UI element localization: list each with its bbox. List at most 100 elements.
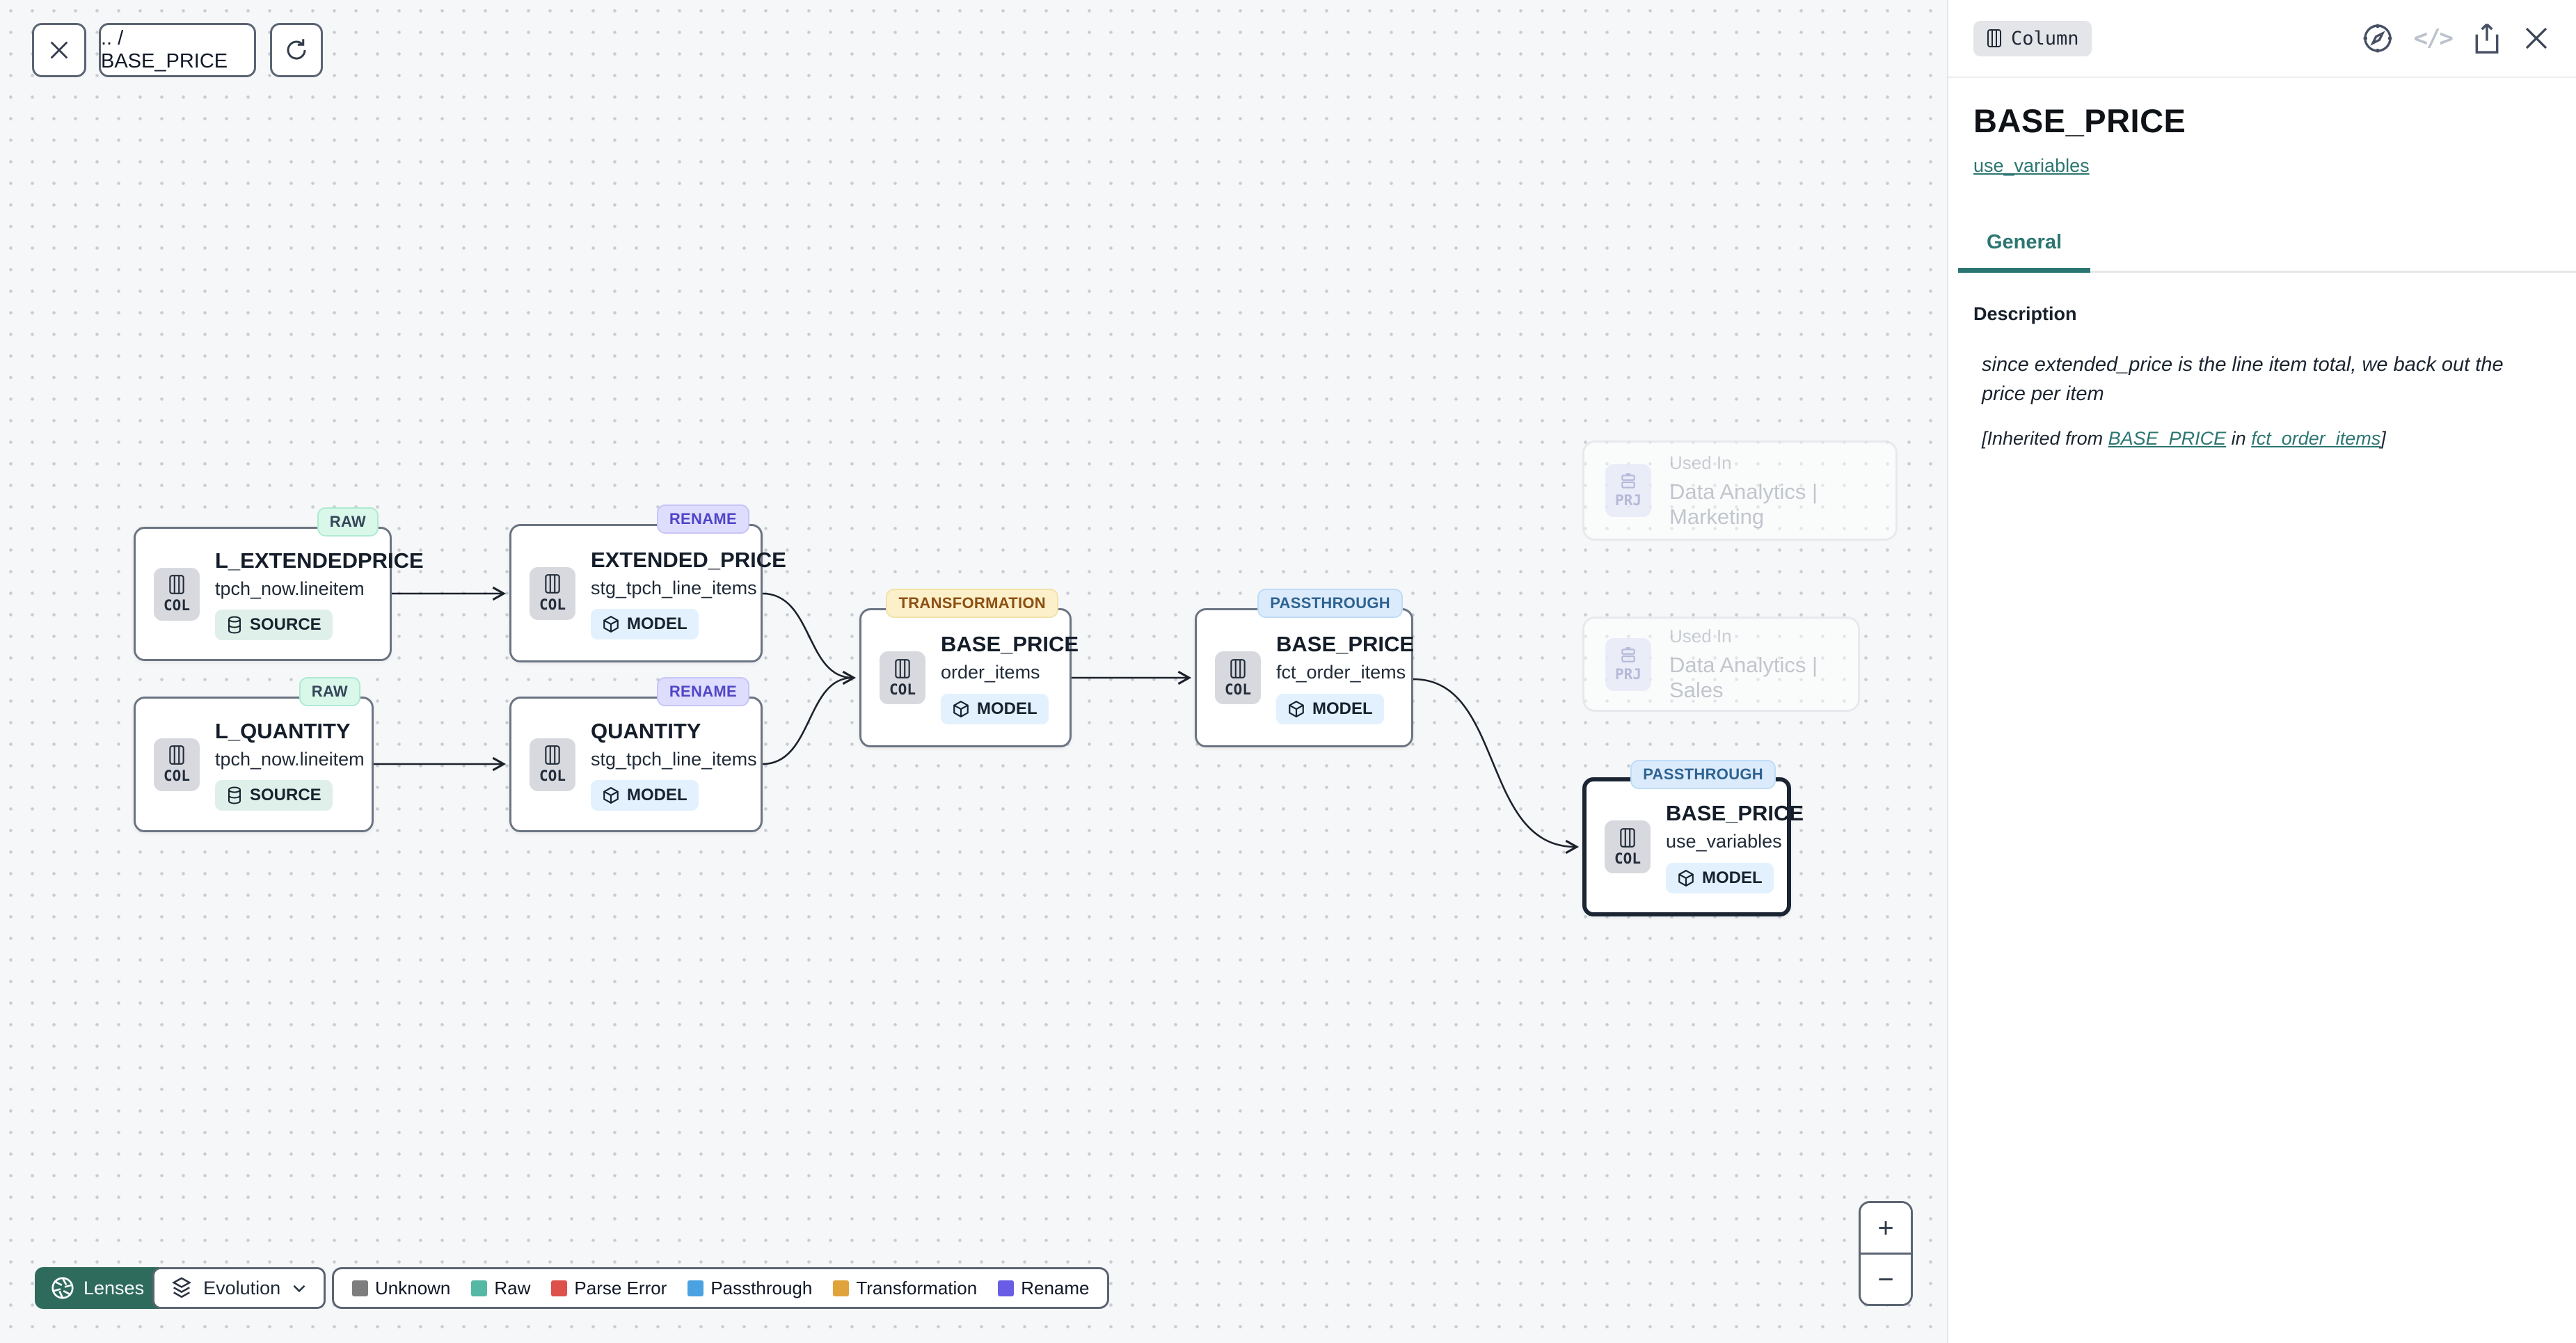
- inherited-column-link[interactable]: BASE_PRICE: [2108, 428, 2227, 450]
- explore-compass-button[interactable]: [2361, 22, 2394, 55]
- chevron-down-icon: [293, 1285, 305, 1293]
- layers-icon: [172, 1277, 192, 1298]
- edge-type-legend: Unknown Raw Parse Error Passthrough Tran…: [332, 1267, 1110, 1309]
- node-title: BASE_PRICE: [1666, 801, 1804, 826]
- column-icon: [545, 574, 560, 594]
- legend-item: Transformation: [833, 1278, 977, 1299]
- description-inherited: [Inherited from BASE_PRICE in fct_order_…: [1982, 428, 2386, 450]
- project-kind-box: PRJ: [1605, 637, 1651, 691]
- node-subtitle: tpch_now.lineitem: [215, 748, 365, 770]
- drawers-icon: [1621, 646, 1635, 662]
- legend-swatch-rename: [998, 1280, 1015, 1296]
- breadcrumb[interactable]: .. / BASE_PRICE: [99, 23, 256, 77]
- column-icon: [1620, 827, 1635, 848]
- model-link[interactable]: use_variables: [1973, 155, 2090, 176]
- database-icon: [228, 786, 241, 804]
- zoom-out-button[interactable]: −: [1861, 1255, 1911, 1304]
- used-in-node-marketing[interactable]: PRJ Used In Data Analytics | Marketing: [1582, 440, 1898, 541]
- column-kind-box: COL: [154, 738, 200, 791]
- column-kind-box: COL: [1605, 820, 1651, 873]
- node-base-price-fct-order-items[interactable]: PASSTHROUGH COL BASE_PRICE fct_order_ite…: [1195, 589, 1415, 747]
- node-extended-price[interactable]: RENAME COL EXTENDED_PRICE stg_tpch_line_…: [509, 504, 786, 662]
- node-subtitle: tpch_now.lineitem: [215, 578, 365, 599]
- node-quantity[interactable]: RENAME COL QUANTITY stg_tpch_line_items …: [509, 677, 763, 832]
- refresh-icon: [287, 39, 306, 60]
- edge-type-tag: PASSTHROUGH: [1630, 760, 1776, 789]
- detail-panel-body: BASE_PRICE use_variables General Descrip…: [1948, 78, 2576, 450]
- column-icon: [1987, 29, 2001, 47]
- zoom-controls: + −: [1859, 1201, 1913, 1306]
- legend-item: Rename: [998, 1278, 1089, 1299]
- legend-swatch-transformation: [833, 1280, 850, 1296]
- legend-item: Unknown: [352, 1278, 450, 1299]
- refresh-button[interactable]: [270, 23, 323, 77]
- share-icon: [2475, 23, 2499, 54]
- node-title: BASE_PRICE: [1276, 632, 1415, 657]
- node-base-price-use-variables-selected[interactable]: PASSTHROUGH COL BASE_PRICE use_variables…: [1582, 760, 1804, 916]
- legend-swatch-unknown: [352, 1280, 368, 1296]
- column-kind-box: COL: [880, 651, 925, 704]
- lineage-canvas[interactable]: .. / BASE_PRICE RAW COL L_EXTENDEDPRICE …: [0, 0, 1947, 1343]
- node-title: BASE_PRICE: [941, 632, 1079, 657]
- node-kind-badge: SOURCE: [215, 610, 333, 641]
- project-kind-box: PRJ: [1605, 464, 1651, 517]
- drawers-icon: [1621, 473, 1635, 488]
- used-in-node-sales[interactable]: PRJ Used In Data Analytics | Sales: [1582, 617, 1860, 712]
- legend-swatch-passthrough: [687, 1280, 704, 1296]
- node-title: EXTENDED_PRICE: [591, 547, 786, 572]
- panel-title: BASE_PRICE: [1973, 102, 2186, 139]
- share-button[interactable]: [2472, 22, 2502, 55]
- lens-mode-dropdown[interactable]: Evolution: [152, 1267, 326, 1309]
- cube-icon: [1289, 700, 1304, 717]
- cube-icon: [1678, 869, 1694, 887]
- tab-general[interactable]: General: [1958, 231, 2090, 273]
- column-icon: [1230, 658, 1246, 678]
- edge-type-tag: RENAME: [656, 504, 749, 534]
- node-subtitle: order_items: [941, 662, 1040, 683]
- database-icon: [228, 616, 241, 634]
- column-icon: [895, 658, 910, 678]
- cube-icon: [953, 700, 969, 717]
- code-icon: </>: [2413, 24, 2454, 52]
- node-kind-badge: MODEL: [941, 693, 1049, 724]
- legend-swatch-parse-error: [551, 1280, 568, 1296]
- inherited-model-link[interactable]: fct_order_items: [2251, 428, 2381, 450]
- node-l-quantity[interactable]: RAW COL L_QUANTITY tpch_now.lineitem SOU…: [134, 677, 374, 832]
- node-subtitle: use_variables: [1666, 831, 1782, 852]
- column-kind-box: COL: [154, 567, 200, 621]
- zoom-divider: [1861, 1253, 1911, 1255]
- node-l-extendedprice[interactable]: RAW COL L_EXTENDEDPRICE tpch_now.lineite…: [134, 507, 424, 661]
- node-title: L_EXTENDEDPRICE: [215, 548, 424, 573]
- breadcrumb-label: .. / BASE_PRICE: [101, 27, 228, 72]
- column-icon: [169, 745, 184, 765]
- close-panel-button[interactable]: [2522, 24, 2551, 53]
- used-in-name: Data Analytics | Marketing: [1669, 479, 1818, 529]
- close-icon: [2525, 27, 2547, 49]
- node-subtitle: fct_order_items: [1276, 662, 1406, 683]
- used-in-name: Data Analytics | Sales: [1669, 653, 1818, 702]
- legend-item: Passthrough: [687, 1278, 812, 1299]
- lenses-button[interactable]: Lenses: [35, 1267, 160, 1309]
- zoom-in-button[interactable]: +: [1861, 1203, 1911, 1253]
- edge-type-tag: PASSTHROUGH: [1257, 589, 1403, 618]
- close-icon: [50, 41, 68, 59]
- panel-tabs: General: [1958, 231, 2576, 273]
- node-title: L_QUANTITY: [215, 718, 351, 743]
- edge-type-tag: TRANSFORMATION: [886, 589, 1058, 618]
- node-subtitle: stg_tpch_line_items: [591, 748, 757, 770]
- description-heading: Description: [1973, 303, 2077, 324]
- edge-type-tag: RENAME: [656, 677, 749, 706]
- edge-type-tag: RAW: [299, 677, 360, 706]
- legend-swatch-raw: [471, 1280, 488, 1296]
- description-body: since extended_price is the line item to…: [1982, 353, 2504, 406]
- close-lineage-button[interactable]: [32, 23, 86, 77]
- panel-header-icons: </>: [2361, 22, 2551, 55]
- node-kind-badge: MODEL: [591, 609, 699, 640]
- cube-icon: [603, 616, 619, 633]
- column-kind-box: COL: [1215, 651, 1261, 704]
- lenses-bar: Lenses Evolution: [35, 1267, 326, 1309]
- node-kind-badge: MODEL: [591, 780, 699, 811]
- entity-type-badge: Column: [1973, 20, 2092, 56]
- node-base-price-order-items[interactable]: TRANSFORMATION COL BASE_PRICE order_item…: [859, 589, 1079, 747]
- node-kind-badge: MODEL: [1666, 862, 1774, 893]
